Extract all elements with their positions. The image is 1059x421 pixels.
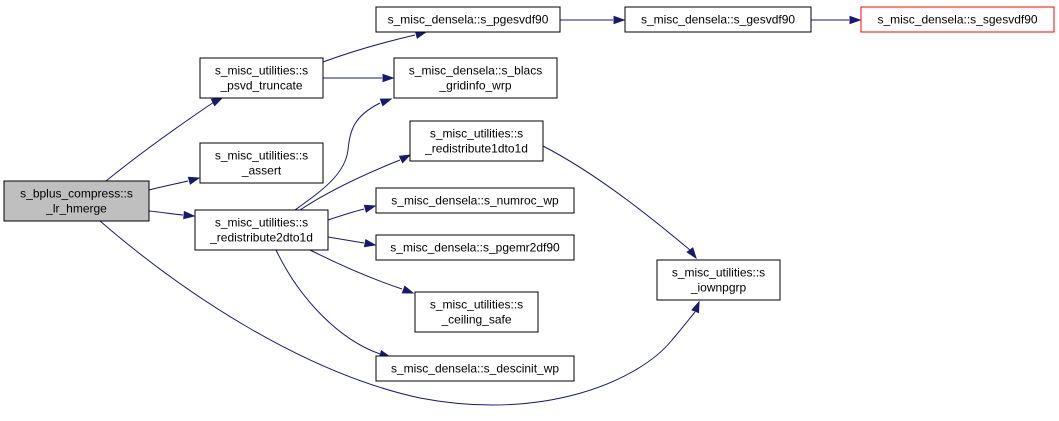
node-label: _gridinfo_wrp (438, 79, 511, 93)
arrowhead-icon (382, 73, 395, 83)
node-label: _redistribute1dto1d (424, 142, 528, 156)
node-label: s_misc_densela::s_pgesvdf90 (388, 13, 549, 27)
node-descinit_wp[interactable]: s_misc_densela::s_descinit_wp (375, 355, 575, 382)
edge-line (327, 236, 365, 244)
edge-redistribute2dto1d-to-pgemr2df90 (327, 236, 377, 248)
edge-line (540, 144, 691, 251)
node-numroc_wp[interactable]: s_misc_densela::s_numroc_wp (375, 187, 575, 214)
edge-line (275, 249, 381, 355)
node-box (375, 6, 561, 33)
node-label: s_misc_densela::s_gesvdf90 (641, 13, 795, 27)
edge-lr_hmerge-to-iownpgrp (99, 220, 700, 406)
node-label: _redistribute2dto1d (209, 231, 313, 245)
node-label: s_misc_utilities::s (672, 266, 765, 280)
node-box (414, 291, 539, 333)
arrowhead-icon (401, 285, 415, 294)
arrowhead-icon (187, 176, 201, 185)
edge-pgesvdf90-to-gesvdf90 (560, 15, 626, 25)
edge-redistribute1dto1d-to-iownpgrp (540, 144, 697, 260)
node-box (393, 57, 558, 99)
arrowhead-icon (849, 15, 862, 25)
edge-redistribute2dto1d-to-redistribute1dto1d (299, 154, 412, 211)
node-label: _ceiling_safe (440, 313, 511, 327)
node-label: s_misc_utilities::s (215, 216, 308, 230)
node-ceiling_safe[interactable]: s_misc_utilities::s_ceiling_safe (414, 291, 539, 333)
node-box (375, 355, 575, 382)
node-lr_hmerge[interactable]: s_bplus_compress::s_lr_hmerge (3, 180, 150, 222)
node-label: s_misc_densela::s_sgesvdf90 (877, 13, 1037, 27)
edge-redistribute2dto1d-to-ceiling_safe (309, 249, 415, 294)
edge-line (309, 249, 403, 290)
edge-gesvdf90-to-sgesvdf90 (811, 15, 862, 25)
arrowhead-icon (691, 300, 700, 314)
arrowhead-icon (613, 15, 626, 25)
node-box (199, 142, 324, 184)
node-box (194, 209, 329, 251)
edge-line (148, 210, 184, 216)
node-label: s_misc_densela::s_numroc_wp (391, 194, 559, 208)
node-label: s_misc_utilities::s (215, 64, 308, 78)
node-box (375, 234, 575, 261)
node-box (860, 6, 1055, 33)
call-graph-nodes: s_bplus_compress::s_lr_hmerges_misc_util… (3, 6, 1055, 382)
arrowhead-icon (686, 247, 697, 260)
node-label: s_misc_utilities::s (215, 149, 308, 163)
node-blacs_gridinfo_wrp[interactable]: s_misc_densela::s_blacs_gridinfo_wrp (393, 57, 558, 99)
node-redistribute2dto1d[interactable]: s_misc_utilities::s_redistribute2dto1d (194, 209, 329, 251)
node-label: s_misc_densela::s_blacs (409, 64, 542, 78)
edge-redistribute2dto1d-to-descinit_wp (275, 249, 392, 359)
edge-redistribute2dto1d-to-blacs_gridinfo_wrp (294, 98, 393, 211)
node-box (3, 180, 150, 222)
edge-line (294, 102, 381, 211)
edge-line (322, 34, 416, 63)
node-pgesvdf90[interactable]: s_misc_densela::s_pgesvdf90 (375, 6, 561, 33)
call-graph-edges (99, 15, 862, 406)
arrowhead-icon (363, 204, 377, 213)
node-assert[interactable]: s_misc_utilities::s_assert (199, 142, 324, 184)
arrowhead-icon (183, 210, 196, 220)
node-gesvdf90[interactable]: s_misc_densela::s_gesvdf90 (624, 6, 812, 33)
edge-lr_hmerge-to-psvd_truncate (105, 97, 224, 182)
node-pgemr2df90[interactable]: s_misc_densela::s_pgemr2df90 (375, 234, 575, 261)
node-label: _lr_hmerge (45, 202, 107, 216)
node-label: s_misc_densela::s_descinit_wp (391, 362, 559, 376)
node-label: s_misc_densela::s_pgemr2df90 (390, 241, 560, 255)
edge-redistribute2dto1d-to-numroc_wp (327, 204, 377, 221)
node-box (375, 187, 575, 214)
node-label: _iownpgrp (690, 281, 747, 295)
node-box (409, 120, 544, 162)
edge-line (148, 180, 189, 191)
edge-lr_hmerge-to-redistribute2dto1d (148, 210, 196, 220)
edge-line (299, 159, 401, 211)
edge-psvd_truncate-to-blacs_gridinfo_wrp (322, 73, 395, 83)
node-box (656, 259, 781, 301)
node-sgesvdf90[interactable]: s_misc_densela::s_sgesvdf90 (860, 6, 1055, 33)
edge-line (327, 208, 365, 221)
node-box (199, 57, 324, 99)
arrowhead-icon (363, 238, 377, 248)
node-label: _psvd_truncate (219, 79, 302, 93)
edge-line (105, 101, 215, 182)
node-label: _assert (241, 164, 282, 178)
node-psvd_truncate[interactable]: s_misc_utilities::s_psvd_truncate (199, 57, 324, 99)
edge-psvd_truncate-to-pgesvdf90 (322, 30, 428, 63)
node-label: s_misc_utilities::s (430, 298, 523, 312)
edge-line (99, 220, 696, 406)
node-iownpgrp[interactable]: s_misc_utilities::s_iownpgrp (656, 259, 781, 301)
node-redistribute1dto1d[interactable]: s_misc_utilities::s_redistribute1dto1d (409, 120, 544, 162)
node-label: s_misc_utilities::s (430, 127, 523, 141)
edge-lr_hmerge-to-assert (148, 176, 201, 191)
node-box (624, 6, 812, 33)
arrowhead-icon (398, 154, 412, 164)
arrowhead-icon (379, 98, 393, 107)
arrowhead-icon (210, 97, 224, 107)
node-label: s_bplus_compress::s (20, 187, 133, 201)
